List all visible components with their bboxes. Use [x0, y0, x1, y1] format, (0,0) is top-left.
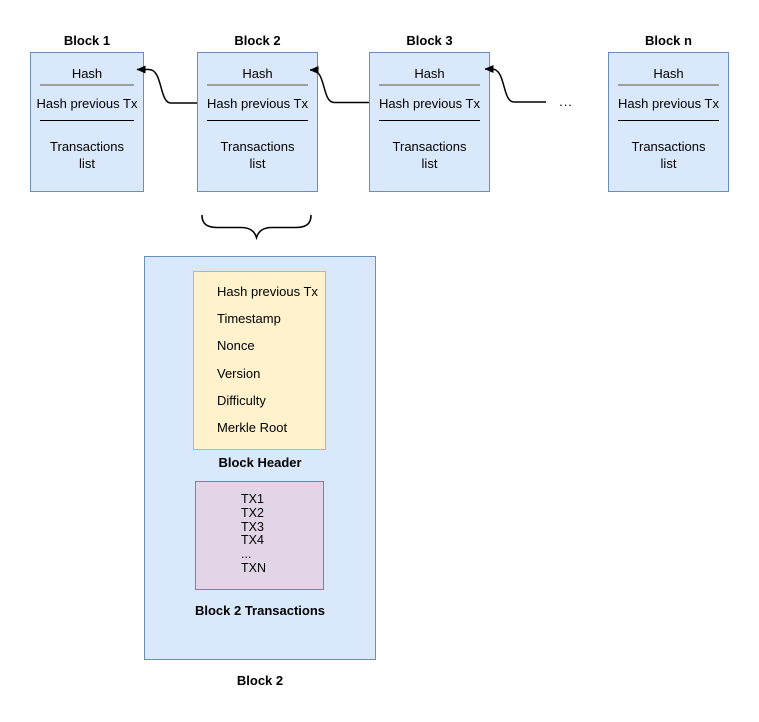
transaction-item: TX4 [241, 533, 264, 548]
block-n-title: Block n [645, 33, 692, 48]
block-2-hash-label: Hash [242, 66, 273, 81]
block-header-caption: Block Header [218, 455, 302, 470]
block-1-hash-label: Hash [71, 66, 103, 81]
block-1-transactions-label: Transactions list [50, 139, 124, 171]
transaction-item: TX3 [241, 519, 264, 534]
block-header-item: Difficulty [217, 392, 266, 408]
block-3-node: Hash Hash previous Tx Transactions list [369, 52, 490, 192]
block-n-hash-divider [618, 84, 719, 86]
block-2-title: Block 2 [234, 33, 281, 48]
block-2-transactions-label: Transactions list [220, 139, 295, 171]
chain-ellipsis: ... [559, 94, 573, 109]
block-n-node: Hash Hash previous Tx Transactions list [608, 52, 729, 192]
block-2-transactions-box: TX1 TX2 TX3 TX4 ... TXN [195, 481, 324, 590]
block-1-hash-divider [40, 84, 134, 86]
block-header-item: Merkle Root [217, 420, 288, 436]
block-3-transactions-label: Transactions list [392, 139, 467, 171]
block-header-item: Hash previous Tx [217, 284, 318, 300]
block-2-hash-divider [207, 84, 308, 86]
block-2-prev-hash-label: Hash previous Tx [207, 96, 308, 111]
block-n-prev-hash-label: Hash previous Tx [618, 96, 719, 111]
block-2-detail-brace [201, 214, 312, 241]
block-1-title: Block 1 [63, 33, 111, 48]
block-2-node: Hash Hash previous Tx Transactions list [197, 52, 318, 192]
block-n-prev-divider [618, 120, 719, 121]
block-3-hash-label: Hash [414, 66, 445, 81]
block-2-detail-box: Hash previous Tx Timestamp Nonce Version… [144, 256, 376, 660]
block-1-prev-divider [40, 120, 134, 121]
block-1-node: Hash Hash previous Tx Transactions list [30, 52, 144, 192]
transaction-item: TX1 [241, 491, 264, 506]
block-2-transactions-caption: Block 2 Transactions [194, 603, 326, 618]
block-3-hash-divider [379, 84, 480, 86]
block-header-item: Version [217, 365, 261, 381]
arrow-block2-to-block1 [136, 65, 197, 104]
block-2-caption: Block 2 [236, 673, 284, 688]
transaction-item: TXN [241, 560, 266, 575]
transaction-item: TX2 [241, 505, 264, 520]
arrow-ellipsis-to-block3 [484, 65, 546, 103]
block-3-title: Block 3 [406, 33, 453, 48]
block-header-item: Nonce [217, 338, 255, 354]
block-n-hash-label: Hash [653, 66, 684, 81]
block-header-box: Hash previous Tx Timestamp Nonce Version… [193, 271, 326, 450]
transaction-item: ... [241, 547, 252, 562]
block-3-prev-divider [379, 120, 480, 121]
block-header-item: Timestamp [217, 311, 281, 327]
block-n-transactions-label: Transactions list [631, 139, 706, 171]
arrow-block3-to-block2 [309, 66, 369, 104]
block-1-prev-hash-label: Hash previous Tx [36, 96, 138, 111]
block-3-prev-hash-label: Hash previous Tx [379, 96, 480, 111]
block-2-prev-divider [207, 120, 308, 121]
